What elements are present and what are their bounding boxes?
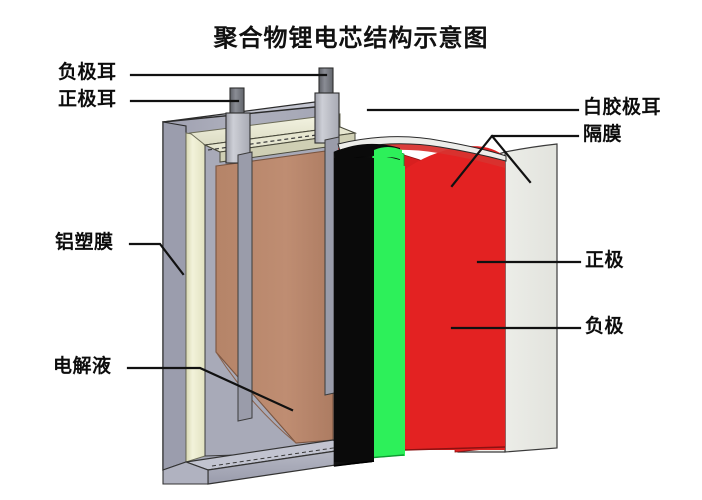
label-positive-tab: 正极耳	[58, 89, 117, 110]
anode-separator-peek	[374, 147, 402, 160]
label-white-glue-tab: 白胶极耳	[583, 97, 662, 118]
label-separator: 隔膜	[583, 124, 623, 145]
leader-electrolyte	[126, 366, 294, 412]
stack-top-white-edge	[337, 136, 507, 162]
cathode-bottom-edge	[403, 446, 506, 451]
electrolyte-surface-curve	[215, 351, 297, 444]
label-aluminum-film: 铝塑膜	[55, 232, 114, 253]
outer-wrap-face	[504, 143, 558, 453]
pouch-left-wall	[162, 121, 187, 471]
positive-tab-foil	[237, 151, 253, 422]
stack-layer-cathode	[403, 146, 506, 453]
stack-layer-separator	[367, 151, 405, 459]
label-anode: 负极	[585, 316, 625, 337]
page-title: 聚合物锂电芯结构示意图	[213, 25, 489, 52]
label-cathode: 正极	[585, 250, 625, 271]
leader-separator-b	[490, 134, 532, 184]
negative-tab-body	[314, 92, 340, 144]
cathode-face	[404, 170, 505, 450]
positive-tab	[225, 87, 253, 422]
label-electrolyte: 电解液	[53, 356, 112, 377]
pouch-inner-cream-left	[185, 132, 206, 463]
leader-lines	[126, 73, 582, 412]
bottom-seal-dashed-line	[211, 446, 341, 467]
stack-layer-anode	[333, 143, 402, 467]
anode-bottom-edge	[333, 460, 375, 467]
anode-body	[334, 158, 374, 462]
separator-body	[368, 166, 405, 456]
bottom-base-left	[162, 461, 209, 485]
leader-aluminum-film	[128, 242, 185, 276]
label-negative-tab: 负极耳	[58, 62, 117, 83]
